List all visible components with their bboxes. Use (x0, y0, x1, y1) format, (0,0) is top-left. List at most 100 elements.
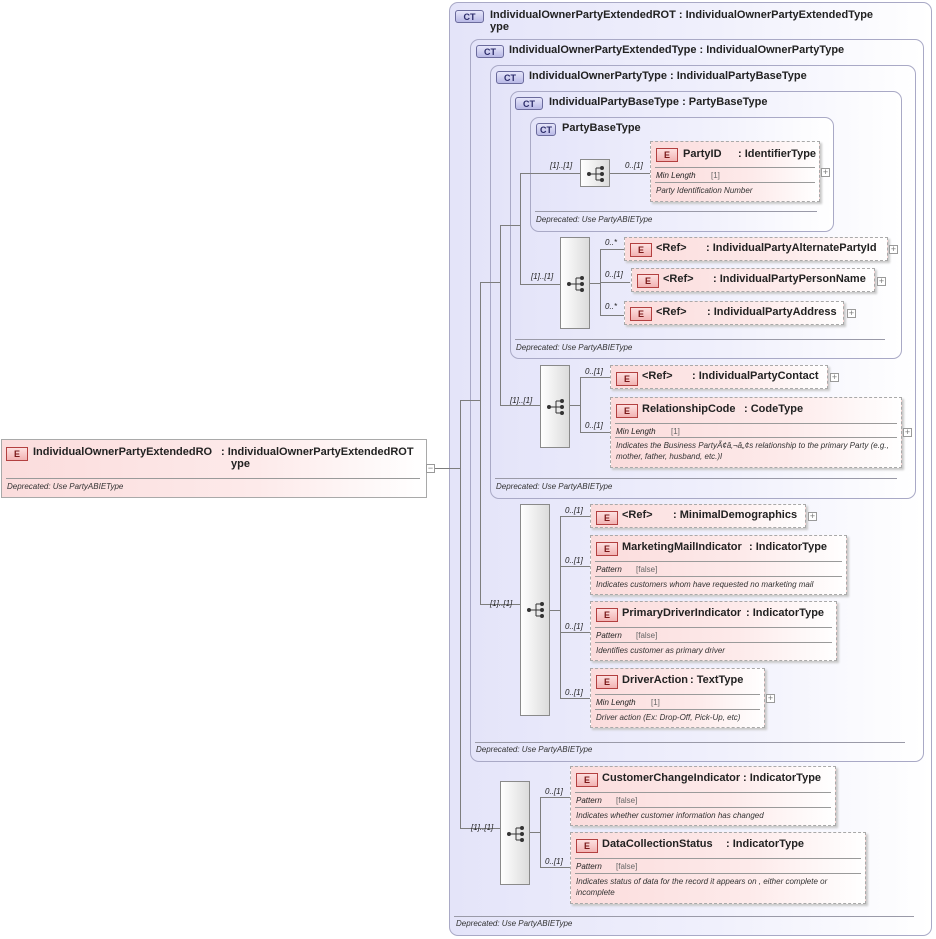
element-marketing-mail-indicator[interactable]: E MarketingMailIndicator : IndicatorType… (590, 535, 847, 595)
element-divider (595, 561, 842, 562)
sequence-cardinality: [1]..[1] (510, 396, 533, 405)
connector-line (540, 797, 541, 867)
element-cardinality: 0..[1] (565, 506, 583, 515)
element-type: : IndividualPartyContact (692, 370, 819, 382)
element-badge: E (616, 404, 638, 418)
expand-icon[interactable]: + (889, 244, 898, 254)
element-relationship-code[interactable]: E RelationshipCode : CodeType Min Length… (610, 397, 902, 468)
sequence-cardinality: [1]..[1] (531, 272, 554, 281)
expand-icon[interactable]: + (847, 308, 856, 318)
element-badge: E (596, 511, 618, 525)
complex-type-title: IndividualOwnerPartyType : IndividualPar… (529, 70, 807, 82)
connector-line (520, 173, 521, 284)
expand-icon[interactable]: + (877, 276, 886, 286)
connector-line (500, 225, 501, 405)
connector-line (480, 282, 500, 283)
element-type: : IndicatorType (726, 838, 805, 850)
connector-line (580, 432, 610, 433)
element-name: <Ref> (622, 509, 653, 521)
root-element-type-wrap: ype (231, 458, 250, 470)
connector-line (560, 516, 590, 517)
element-primary-driver-indicator[interactable]: E PrimaryDriverIndicator : IndicatorType… (590, 601, 837, 661)
complex-type-title: PartyBaseType (562, 122, 641, 134)
root-element-type: : IndividualOwnerPartyExtendedROT (221, 446, 414, 458)
element-cardinality: 0..[1] (605, 270, 623, 279)
sequence-compositor[interactable] (500, 781, 530, 885)
element-name: RelationshipCode (642, 403, 736, 415)
element-doc: Indicates whether customer information h… (576, 811, 764, 820)
element-name: PartyID (683, 148, 722, 160)
element-name: <Ref> (656, 242, 687, 254)
sequence-cardinality: [1]..[1] (550, 161, 573, 170)
sequence-icon (567, 276, 584, 292)
complex-type-badge: CT (496, 71, 524, 84)
element-cardinality: 0..[1] (625, 161, 643, 170)
root-element-individual-owner-party-extended-ro[interactable]: E IndividualOwnerPartyExtendedRO : Indiv… (1, 439, 427, 498)
element-badge: E (616, 372, 638, 386)
facet-name: Pattern (576, 862, 602, 871)
expand-icon[interactable]: + (766, 693, 775, 703)
sequence-compositor[interactable] (520, 504, 550, 716)
element-person-name[interactable]: E <Ref> : IndividualPartyPersonName (631, 268, 875, 292)
facet-name: Pattern (596, 631, 622, 640)
element-minimal-demographics[interactable]: E <Ref> : MinimalDemographics (590, 504, 806, 528)
element-badge: E (630, 243, 652, 257)
element-cardinality: 0..[1] (565, 688, 583, 697)
complex-type-doc: Deprecated: Use PartyABIEType (516, 343, 633, 352)
expand-icon[interactable]: + (821, 167, 830, 177)
element-address[interactable]: E <Ref> : IndividualPartyAddress (624, 301, 844, 325)
element-driver-action[interactable]: E DriverAction : TextType Min Length [1]… (590, 668, 765, 728)
connector-line (480, 282, 481, 604)
element-type: : CodeType (744, 403, 804, 415)
complex-type-doc: Deprecated: Use PartyABIEType (476, 745, 593, 754)
element-divider (655, 167, 815, 168)
facet-name: Min Length (616, 427, 656, 436)
element-badge: E (630, 307, 652, 321)
complex-type-badge: CT (515, 97, 543, 110)
expand-icon[interactable]: + (903, 427, 912, 437)
connector-line (500, 405, 540, 406)
element-divider (615, 423, 897, 424)
complex-type-title-wrap: ype (490, 21, 509, 33)
sequence-cardinality: [1]..[1] (471, 823, 494, 832)
element-type: : IdentifierType (738, 148, 817, 160)
element-contact[interactable]: E <Ref> : IndividualPartyContact (610, 365, 828, 389)
element-type: : MinimalDemographics (673, 509, 798, 521)
footer-divider (535, 211, 817, 212)
element-divider (595, 642, 832, 643)
element-doc: Identifies customer as primary driver (596, 646, 725, 655)
expand-icon[interactable]: + (808, 511, 817, 521)
element-name: <Ref> (656, 306, 687, 318)
sequence-icon (507, 826, 524, 842)
sequence-compositor[interactable] (540, 365, 570, 448)
facet-name: Min Length (656, 171, 696, 180)
sequence-icon (527, 602, 544, 618)
element-cardinality: 0..[1] (565, 556, 583, 565)
root-element-doc: Deprecated: Use PartyABIEType (7, 482, 124, 491)
element-alternate-party-id[interactable]: E <Ref> : IndividualPartyAlternatePartyI… (624, 237, 888, 261)
connector-line (540, 797, 570, 798)
element-data-collection-status[interactable]: E DataCollectionStatus : IndicatorType P… (570, 832, 866, 904)
connector-line (460, 828, 500, 829)
element-cardinality: 0..[1] (585, 367, 603, 376)
complex-type-doc: Deprecated: Use PartyABIEType (496, 482, 613, 491)
element-cardinality: 0..* (605, 302, 618, 311)
sequence-icon (587, 166, 604, 182)
element-party-id[interactable]: E PartyID : IdentifierType Min Length [1… (650, 141, 820, 202)
sequence-compositor[interactable] (580, 159, 610, 187)
element-divider (615, 437, 897, 438)
connector-line (610, 173, 650, 174)
element-name: MarketingMailIndicator (622, 541, 742, 553)
sequence-compositor[interactable] (560, 237, 590, 329)
complex-type-badge: CT (476, 45, 504, 58)
element-name: DriverAction (622, 674, 689, 686)
collapse-toggle-icon[interactable]: − (426, 463, 435, 473)
connector-line (520, 284, 560, 285)
element-customer-change-indicator[interactable]: E CustomerChangeIndicator : IndicatorTyp… (570, 766, 836, 826)
element-badge: E (596, 608, 618, 622)
facet-value: [false] (616, 796, 638, 805)
element-divider (595, 576, 842, 577)
root-element-name: IndividualOwnerPartyExtendedRO (33, 446, 213, 458)
expand-icon[interactable]: + (830, 372, 839, 382)
connector-line (580, 377, 610, 378)
